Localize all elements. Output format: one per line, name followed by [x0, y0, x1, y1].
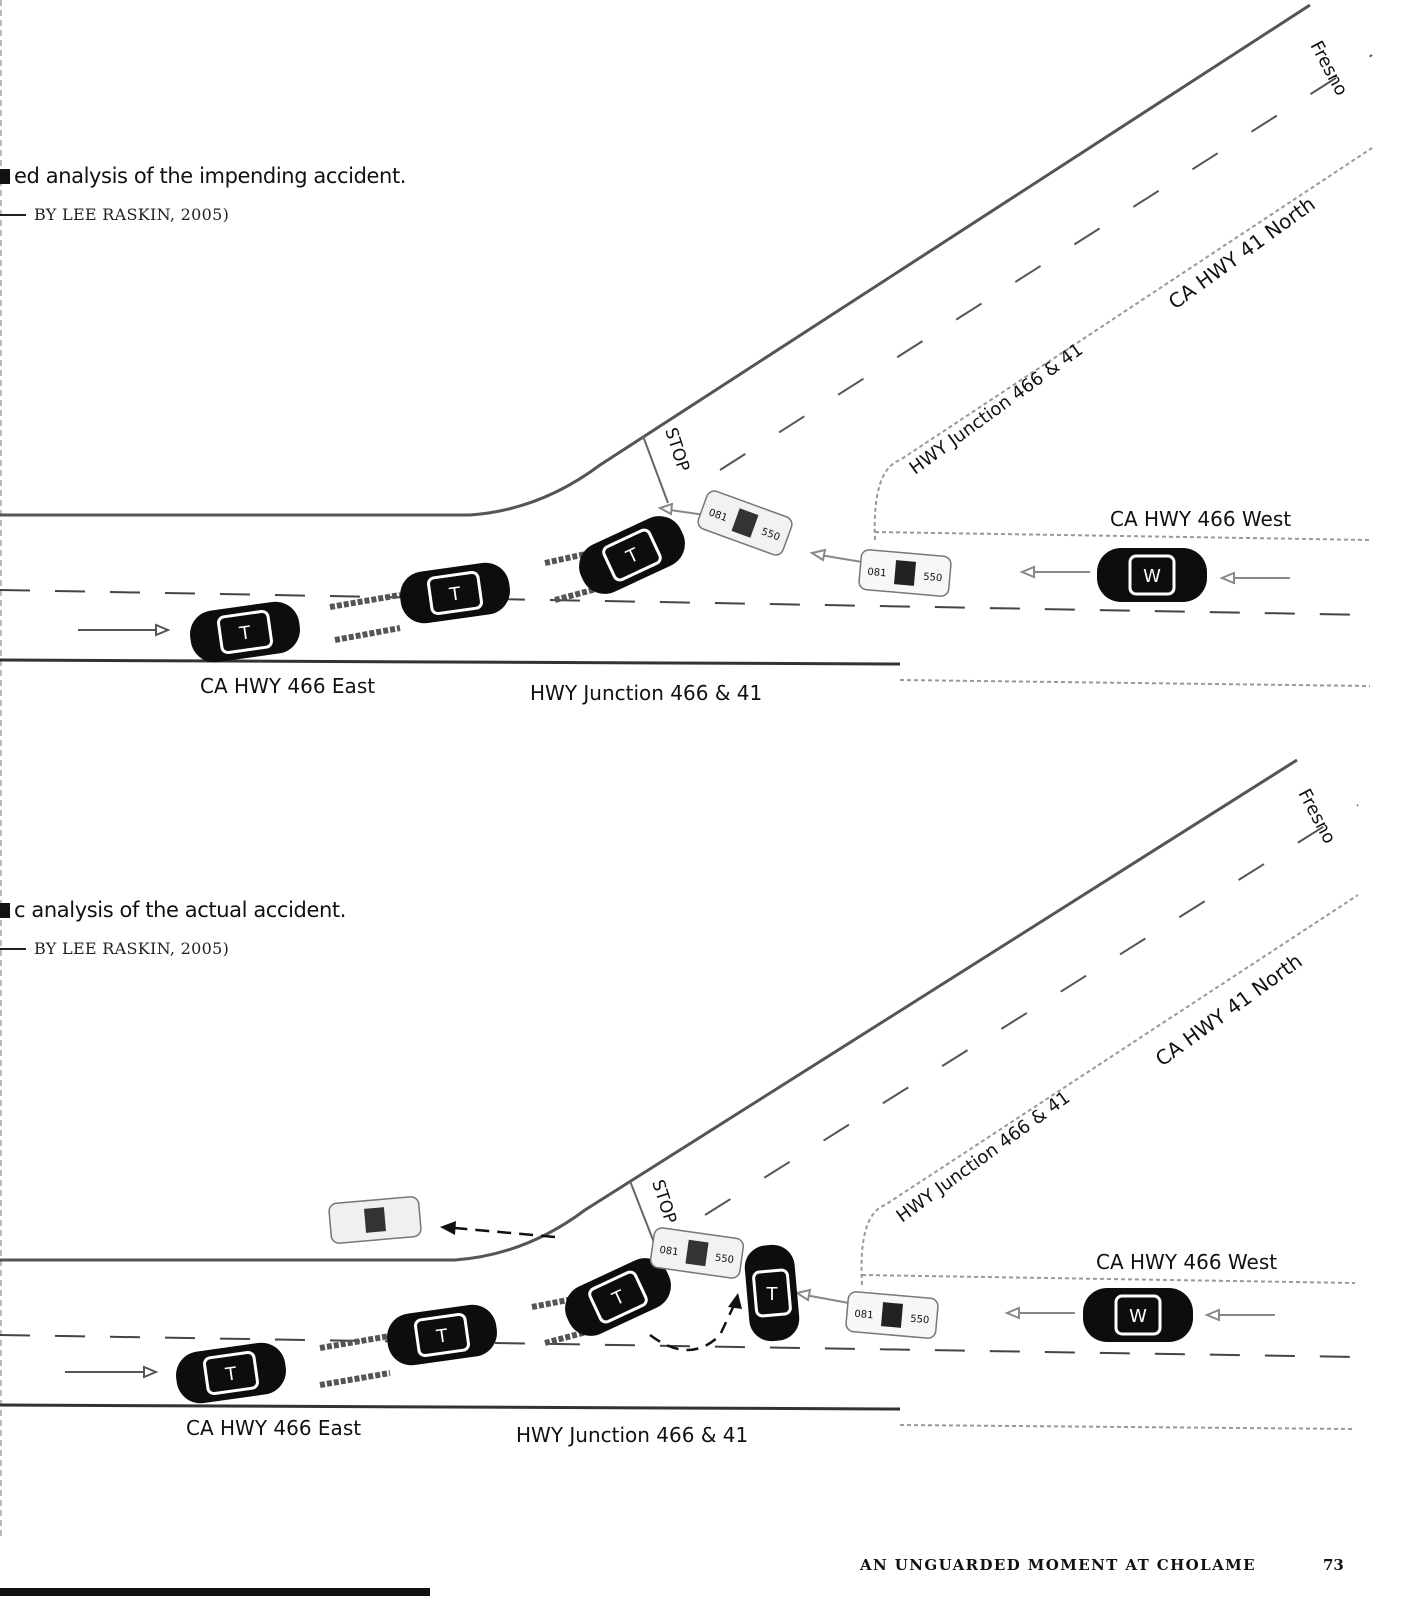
car-t-2: T [387, 1304, 497, 1366]
road-edge-south [0, 1403, 901, 1411]
page-gutter-rule [0, 0, 2, 1540]
stop-line [629, 1180, 656, 1246]
hwy41-center-line [719, 54, 1373, 471]
hwy41-edge [873, 147, 1373, 541]
center-line [0, 1334, 1356, 1358]
road-edge-north-east [861, 1274, 1356, 1284]
label-stop: STOP [647, 1177, 680, 1226]
hwy41-edge [860, 894, 1359, 1286]
car-t-1: T [190, 601, 300, 663]
label-hwy41-north: CA HWY 41 North [1151, 949, 1307, 1071]
car-t-1: T [176, 1342, 286, 1404]
arrowhead [794, 1288, 812, 1302]
porsche-car: 081 550 [858, 549, 952, 597]
arrowhead [728, 1293, 742, 1309]
arrowhead [143, 1365, 159, 1379]
trajectory-arrow [649, 1302, 737, 1352]
svg-text:550: 550 [714, 1253, 734, 1267]
caption-text: c analysis of the actual accident. [14, 898, 346, 922]
car-w: W [1083, 1288, 1193, 1342]
label-junction-bottom: HWY Junction 466 & 41 [516, 1423, 748, 1447]
label-junction-diag: HWY Junction 466 & 41 [906, 339, 1087, 479]
credit-text: BY LEE RASKIN, 2005) [34, 205, 230, 224]
car-w: W [1097, 548, 1207, 602]
road-edge-south-east [899, 679, 1371, 687]
caption-text: ed analysis of the impending accident. [14, 164, 407, 188]
arrowhead [809, 548, 827, 562]
label-hwy466-west: CA HWY 466 West [1110, 507, 1291, 531]
running-footer-title: AN UNGUARDED MOMENT AT CHOLAME [860, 1556, 1256, 1574]
direction-arrow-turn [669, 509, 706, 516]
road-edge-north [0, 3, 1311, 517]
label-junction-diag: HWY Junction 466 & 41 [893, 1087, 1074, 1227]
svg-text:T: T [447, 583, 463, 606]
label-hwy466-east: CA HWY 466 East [200, 674, 375, 698]
stop-line [642, 435, 669, 504]
arrowhead [155, 623, 171, 637]
svg-text:T: T [434, 1325, 450, 1348]
hwy41-center-line [704, 804, 1359, 1216]
svg-text:W: W [1129, 1306, 1147, 1327]
clipped-text-mark [0, 903, 10, 918]
trajectory-arrow [454, 1226, 556, 1239]
svg-text:T: T [237, 622, 253, 645]
svg-text:081: 081 [659, 1245, 679, 1259]
label-junction-bottom: HWY Junction 466 & 41 [530, 681, 762, 705]
road-diagram: T T T T W 081 550 [0, 758, 1359, 1447]
center-line [0, 589, 1371, 616]
arrowhead [1019, 565, 1035, 579]
road-edge-north-east [874, 531, 1371, 541]
diagram-panel-actual: c analysis of the actual accident. BY LE… [0, 745, 1417, 1480]
figure-credit: BY LEE RASKIN, 2005) [0, 939, 229, 958]
label-fresno: Fresno [1306, 37, 1352, 99]
porsche-ghost-impact: 081 550 [649, 1227, 745, 1279]
credit-text: BY LEE RASKIN, 2005) [34, 939, 230, 958]
arrowhead [1204, 1308, 1220, 1322]
clipped-text-mark [0, 948, 26, 950]
svg-text:550: 550 [923, 572, 943, 585]
svg-text:081: 081 [867, 567, 887, 580]
svg-text:T: T [223, 1363, 239, 1386]
clipped-text-mark [0, 214, 26, 216]
clipped-text-mark [0, 169, 10, 184]
car-t-2: T [400, 562, 510, 624]
svg-text:550: 550 [910, 1314, 930, 1327]
figure-caption: c analysis of the actual accident. [0, 898, 346, 922]
page-number: 73 [1323, 1556, 1344, 1574]
svg-text:081: 081 [854, 1309, 874, 1322]
arrowhead [657, 502, 674, 516]
porsche-car: 081 550 [845, 1291, 939, 1339]
road-edge-south [0, 658, 901, 666]
porsche-ghost-deflected [328, 1196, 422, 1244]
label-hwy466-east: CA HWY 466 East [186, 1416, 361, 1440]
car-t-3: T [565, 1258, 671, 1336]
arrowhead [440, 1221, 456, 1235]
figure-caption: ed analysis of the impending accident. [0, 164, 406, 188]
arrowhead [1219, 571, 1235, 585]
figure-credit: BY LEE RASKIN, 2005) [0, 205, 229, 224]
car-t-3: T [579, 516, 685, 594]
road-diagram: T T T W 081 550 081 550 [0, 3, 1373, 705]
road-edge-south-east [899, 1424, 1356, 1430]
svg-text:T: T [766, 1284, 779, 1305]
label-fresno: Fresno [1294, 785, 1340, 847]
porsche-ghost: 081 550 [697, 490, 793, 556]
scan-edge-bar [0, 1588, 430, 1596]
label-stop: STOP [660, 425, 693, 474]
road-edge-north [0, 758, 1298, 1262]
car-t-4: T [744, 1244, 800, 1342]
arrowhead [1004, 1306, 1020, 1320]
label-hwy466-west: CA HWY 466 West [1096, 1250, 1277, 1274]
diagram-panel-impending: ed analysis of the impending accident. B… [0, 0, 1417, 740]
label-hwy41-north: CA HWY 41 North [1164, 192, 1320, 314]
svg-text:W: W [1143, 566, 1161, 587]
